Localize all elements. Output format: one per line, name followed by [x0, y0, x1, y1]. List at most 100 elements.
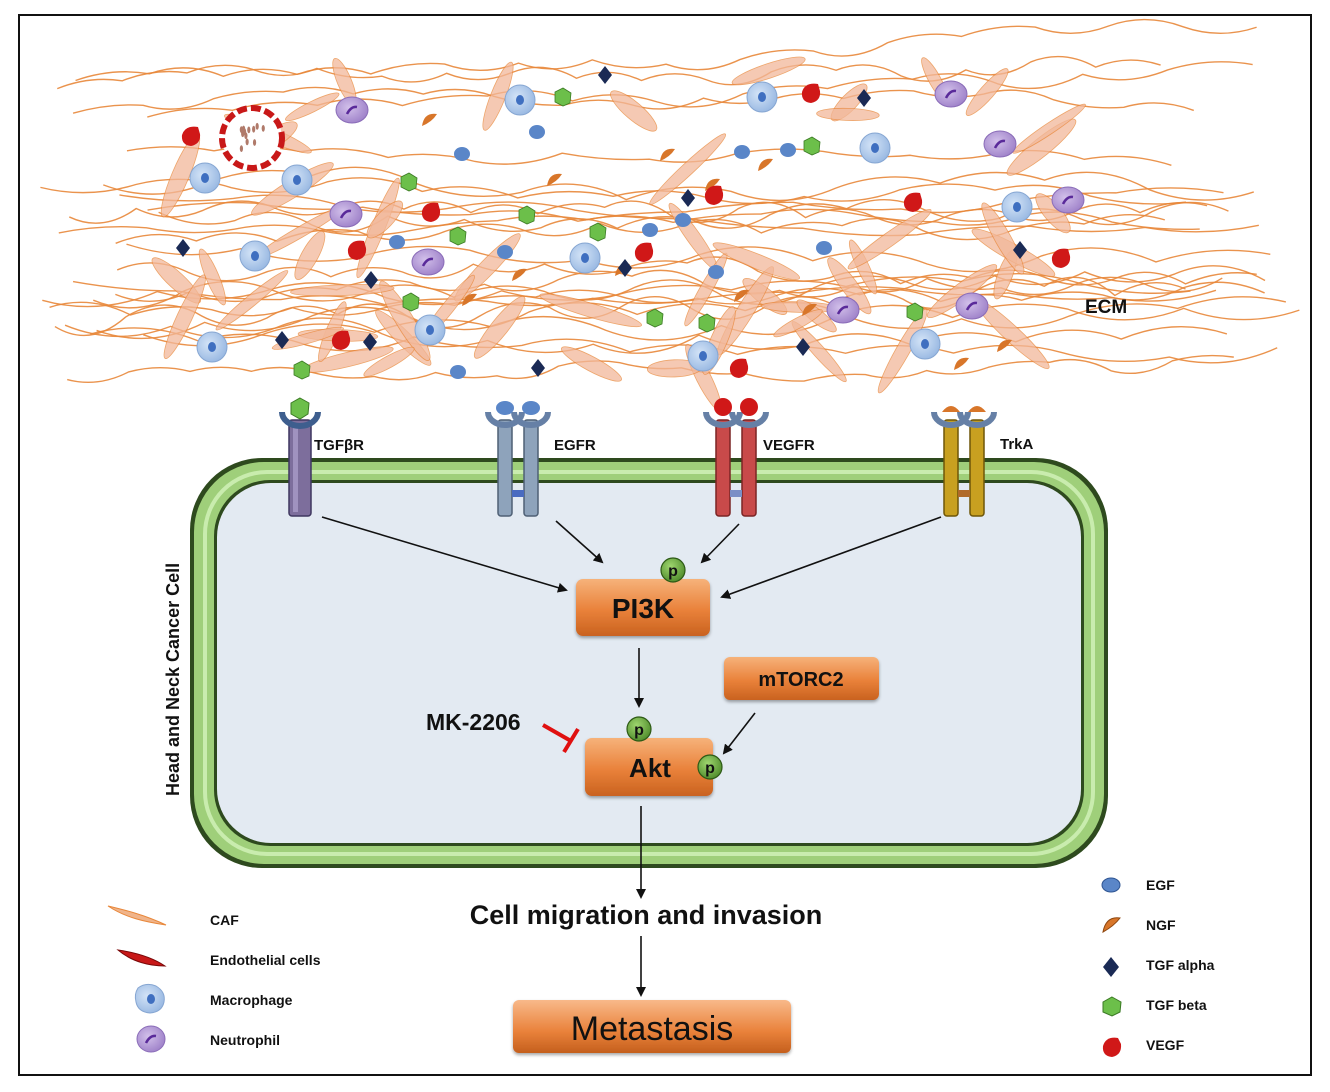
- tgf-beta-molecule: [803, 136, 821, 156]
- vegfr-receptor: [703, 398, 769, 517]
- macrophage-nucleus: [581, 253, 589, 263]
- arrow-vegfr-pi3k: [700, 523, 740, 564]
- tgf-beta-molecule: [698, 313, 716, 333]
- tgf-alpha-molecule: [796, 338, 810, 356]
- legend-item-tgf-beta: TGF beta: [1102, 996, 1207, 1017]
- tgf-alpha-icon: [1103, 957, 1119, 977]
- collagen-fiber: [49, 281, 1265, 317]
- tgf-beta-molecule: [646, 308, 664, 328]
- macrophage-nucleus: [1013, 202, 1021, 212]
- tgf-beta-molecule: [554, 87, 572, 107]
- svg-text:CAF: CAF: [210, 912, 239, 928]
- caf-cell: [290, 283, 395, 297]
- svg-text:p: p: [668, 563, 678, 580]
- legend-right: EGF NGF TGF alpha TGF beta VEGF: [1101, 877, 1215, 1057]
- caf-cell: [198, 248, 227, 306]
- vegf-icon: [1102, 1037, 1122, 1057]
- caf-cell: [981, 202, 1025, 275]
- caf-cell: [965, 68, 1009, 116]
- svg-text:Neutrophil: Neutrophil: [210, 1032, 280, 1048]
- egf-molecule: [454, 147, 470, 161]
- tgf-alpha-molecule: [363, 333, 377, 351]
- blood-cell: [252, 139, 257, 146]
- neutrophil-cell: [955, 292, 989, 320]
- tgf-beta-icon: [1102, 996, 1122, 1017]
- egfr-label: EGFR: [554, 437, 596, 454]
- mtorc2-node: mTORC2: [724, 657, 879, 700]
- tgf-alpha-molecule: [364, 271, 378, 289]
- egf-ligand-icon: [496, 401, 514, 415]
- akt-node: Akt: [585, 738, 713, 796]
- tgf-alpha-molecule: [857, 89, 871, 107]
- pi3k-label: PI3K: [612, 593, 674, 624]
- vegfr-label: VEGFR: [763, 437, 815, 454]
- tgfbr-label: TGFβR: [314, 437, 364, 454]
- macrophage-nucleus: [516, 95, 524, 105]
- collagen-fiber: [72, 280, 1217, 307]
- caf-cell: [285, 92, 340, 122]
- svg-text:TGF beta: TGF beta: [1146, 997, 1207, 1013]
- egf-molecule: [708, 265, 724, 279]
- arrow-tgfbr-pi3k: [321, 516, 568, 593]
- tgf-alpha-molecule: [531, 359, 545, 377]
- egf-molecule: [497, 245, 513, 259]
- egf-molecule: [780, 143, 796, 157]
- caf-cell: [816, 107, 880, 121]
- mtorc2-label: mTORC2: [758, 669, 843, 691]
- ngf-molecule: [660, 148, 675, 161]
- caf-cell: [610, 90, 658, 132]
- tgf-beta-molecule: [449, 226, 467, 246]
- tgf-beta-ligand-icon: [290, 397, 310, 420]
- vegf-molecule: [347, 240, 367, 260]
- arrow-mtorc2-akt: [722, 712, 756, 755]
- arrow-egfr-pi3k: [555, 520, 604, 564]
- neutrophil-cell: [826, 296, 860, 324]
- egf-molecule: [816, 241, 832, 255]
- metastasis-box: Metastasis: [513, 1000, 791, 1053]
- caf-cell: [271, 326, 344, 350]
- collagen-fiber: [93, 265, 1266, 309]
- legend-item-vegf: VEGF: [1102, 1037, 1185, 1057]
- ngf-molecule: [512, 268, 527, 281]
- caf-cell: [366, 200, 404, 239]
- ecm-fibers: [40, 18, 1300, 411]
- caf-cell: [539, 293, 642, 328]
- vegf-molecule: [801, 83, 821, 103]
- svg-text:VEGF: VEGF: [1146, 1037, 1185, 1053]
- ngf-molecule: [734, 289, 749, 302]
- ngf-molecule: [705, 178, 720, 191]
- caf-cell: [649, 133, 727, 205]
- vegf-molecule: [704, 185, 724, 205]
- inhibitor-label: MK-2206: [426, 709, 521, 735]
- macrophage-nucleus: [921, 339, 929, 349]
- metastasis-label: Metastasis: [571, 1010, 734, 1048]
- svg-text:TGF alpha: TGF alpha: [1146, 957, 1215, 973]
- tgf-alpha-molecule: [618, 259, 632, 277]
- blood-vessel: [219, 105, 285, 171]
- ecm-cells: [176, 66, 1085, 380]
- legend-item-egf: EGF: [1101, 877, 1175, 893]
- signal-arrows: [321, 516, 942, 997]
- caf-cell: [473, 296, 526, 359]
- macrophage-nucleus: [871, 143, 879, 153]
- vegf-molecule: [181, 126, 201, 146]
- ngf-molecule: [462, 293, 477, 306]
- neutrophil-icon: [136, 1025, 166, 1053]
- neutrophil-nucleus: [836, 305, 849, 315]
- caf-cell: [163, 274, 206, 359]
- neutrophil-cell: [983, 130, 1017, 158]
- vegf-molecule: [331, 330, 351, 350]
- ngf-molecule: [954, 357, 969, 370]
- egfr-receptor: [485, 401, 551, 517]
- tgfbr-receptor: [279, 397, 321, 517]
- ecm-label: ECM: [1085, 297, 1127, 318]
- vegf-molecule: [634, 242, 654, 262]
- neutrophil-nucleus: [421, 257, 434, 267]
- endothelial-cell-icon: [116, 949, 167, 967]
- tgf-alpha-molecule: [176, 239, 190, 257]
- neutrophil-cell: [411, 248, 445, 276]
- caf-cell: [294, 230, 326, 280]
- tgf-beta-molecule: [906, 302, 924, 322]
- ngf-icon: [1102, 917, 1121, 933]
